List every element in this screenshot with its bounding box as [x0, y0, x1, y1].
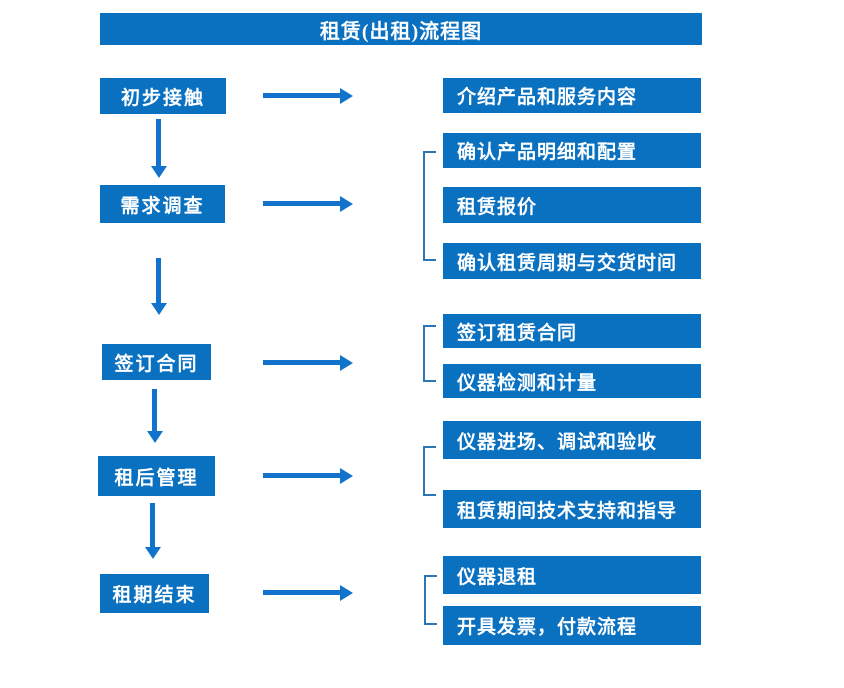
output-box: 介绍产品和服务内容	[443, 78, 701, 113]
output-box: 签订租赁合同	[443, 314, 701, 348]
arrow-down-icon	[156, 119, 161, 166]
output-label: 租赁期间技术支持和指导	[457, 500, 678, 522]
stage-label: 需求调查	[120, 195, 205, 217]
flowchart-title-bar: 租赁(出租)流程图	[100, 13, 702, 45]
stage-box-rental-end: 租期结束	[100, 574, 209, 613]
arrow-down-icon	[150, 503, 155, 547]
arrow-down-icon	[152, 389, 157, 431]
output-box: 仪器进场、调试和验收	[443, 421, 701, 459]
group-bracket	[423, 446, 436, 496]
output-label: 介绍产品和服务内容	[457, 87, 638, 108]
output-box: 开具发票，付款流程	[443, 606, 701, 645]
arrow-right-icon	[263, 201, 340, 206]
page-title: 租赁(出租)流程图	[319, 20, 483, 43]
stage-label: 租后管理	[114, 467, 199, 489]
stage-label: 签订合同	[114, 353, 199, 375]
arrow-down-icon	[156, 258, 161, 303]
stage-box-initial-contact: 初步接触	[100, 78, 226, 114]
stage-box-post-rental-management: 租后管理	[98, 456, 215, 496]
group-bracket	[423, 151, 436, 261]
output-box: 确认租赁周期与交货时间	[443, 243, 701, 279]
output-box: 租赁期间技术支持和指导	[443, 490, 701, 528]
output-label: 确认产品明细和配置	[457, 142, 638, 163]
arrow-right-icon	[263, 360, 340, 365]
group-bracket	[423, 325, 436, 382]
group-bracket	[424, 575, 437, 625]
output-box: 仪器退租	[443, 556, 701, 594]
output-label: 仪器退租	[457, 566, 538, 588]
arrow-right-icon	[263, 590, 340, 595]
output-box: 确认产品明细和配置	[443, 133, 701, 168]
stage-box-sign-contract: 签订合同	[102, 344, 211, 380]
output-label: 确认租赁周期与交货时间	[457, 252, 678, 274]
output-label: 开具发票，付款流程	[457, 617, 638, 638]
output-box: 租赁报价	[443, 187, 701, 223]
arrow-right-icon	[263, 473, 340, 478]
output-label: 租赁报价	[457, 196, 538, 218]
stage-box-demand-survey: 需求调查	[100, 185, 225, 223]
output-label: 签订租赁合同	[457, 322, 578, 344]
arrow-right-icon	[263, 93, 340, 98]
stage-label: 租期结束	[112, 585, 197, 606]
output-label: 仪器进场、调试和验收	[457, 431, 658, 453]
stage-label: 初步接触	[120, 87, 205, 109]
output-label: 仪器检测和计量	[457, 372, 598, 394]
output-box: 仪器检测和计量	[443, 364, 701, 398]
